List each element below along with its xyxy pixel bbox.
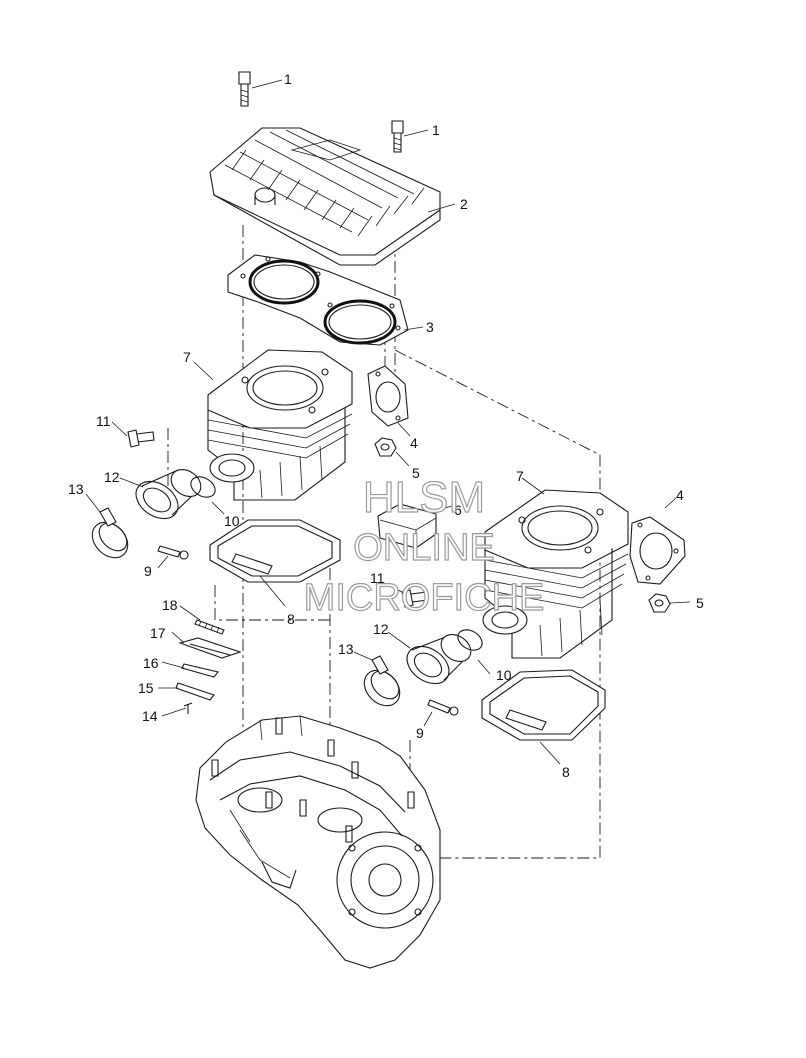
label-bolt-left: 11 — [96, 413, 111, 429]
label-reed-block: 17 — [150, 625, 166, 641]
label-clamp-left: 13 — [68, 481, 84, 497]
label-exhaust-gasket-right: 4 — [676, 487, 684, 503]
reed-stop — [175, 682, 215, 701]
head-bolt-right — [391, 120, 404, 153]
bolt-left — [127, 429, 155, 448]
label-intake-boot-right: 12 — [373, 621, 389, 637]
cylinder-left — [207, 349, 353, 501]
watermark-line1: HLSM — [363, 473, 485, 522]
reed-petal — [181, 663, 219, 678]
label-center-part: 6 — [454, 502, 462, 518]
label-o-ring-right: 10 — [496, 667, 512, 683]
base-gasket-right — [481, 669, 606, 741]
nut-left — [374, 437, 397, 457]
nut-right — [648, 593, 671, 613]
exhaust-gasket-left — [367, 365, 409, 427]
label-head-bolt-left: 1 — [284, 71, 292, 87]
label-head-bolt-right: 1 — [432, 122, 440, 138]
watermark-line2: ONLINE — [353, 527, 494, 569]
reed-block — [178, 637, 242, 659]
label-base-gasket-right: 8 — [562, 764, 570, 780]
label-reed-screw: 14 — [142, 708, 158, 724]
bolt-right — [401, 589, 429, 608]
reed-gasket — [194, 619, 225, 635]
part-labels: 1 1 2 3 7 4 5 11 12 13 10 9 8 6 7 4 5 11… — [68, 71, 704, 780]
label-cylinder-left: 7 — [183, 349, 191, 365]
screw-right — [427, 699, 459, 716]
label-reed-petal: 16 — [143, 655, 159, 671]
leader-lines — [85, 79, 691, 765]
o-ring-left — [190, 476, 216, 498]
label-clamp-right: 13 — [338, 641, 354, 657]
exhaust-gasket-right — [629, 516, 686, 585]
label-cylinder-head: 2 — [460, 196, 468, 212]
head-gasket — [227, 254, 409, 346]
cylinder-right — [482, 489, 629, 659]
watermark: HLSM ONLINE MICROFICHE — [303, 472, 545, 619]
crankcase — [195, 715, 441, 969]
intake-boot-right — [406, 634, 472, 685]
intake-boot-left — [135, 469, 202, 520]
label-reed-stop: 15 — [138, 680, 154, 696]
center-part — [377, 503, 437, 549]
label-exhaust-gasket-left: 4 — [410, 435, 418, 451]
screw-left — [157, 545, 189, 560]
cylinder-head — [209, 127, 441, 266]
label-base-gasket-left: 8 — [287, 611, 295, 627]
label-screw-right: 9 — [416, 725, 424, 741]
clamp-right — [363, 655, 401, 707]
label-bolt-right: 11 — [370, 570, 385, 586]
o-ring-right — [457, 629, 483, 651]
label-screw-left: 9 — [144, 563, 152, 579]
watermark-line3: MICROFICHE — [304, 577, 545, 619]
head-bolt-left — [238, 71, 251, 107]
label-cylinder-right: 7 — [516, 468, 524, 484]
label-intake-boot-left: 12 — [104, 469, 120, 485]
label-nut-right: 5 — [696, 595, 704, 611]
assembly-centerlines — [167, 215, 601, 859]
label-reed-gasket: 18 — [162, 597, 178, 613]
clamp-left — [91, 507, 129, 559]
label-head-gasket: 3 — [426, 319, 434, 335]
label-nut-left: 5 — [412, 465, 420, 481]
base-gasket-left — [209, 519, 341, 583]
reed-screw — [183, 702, 193, 714]
label-o-ring-left: 10 — [224, 513, 240, 529]
